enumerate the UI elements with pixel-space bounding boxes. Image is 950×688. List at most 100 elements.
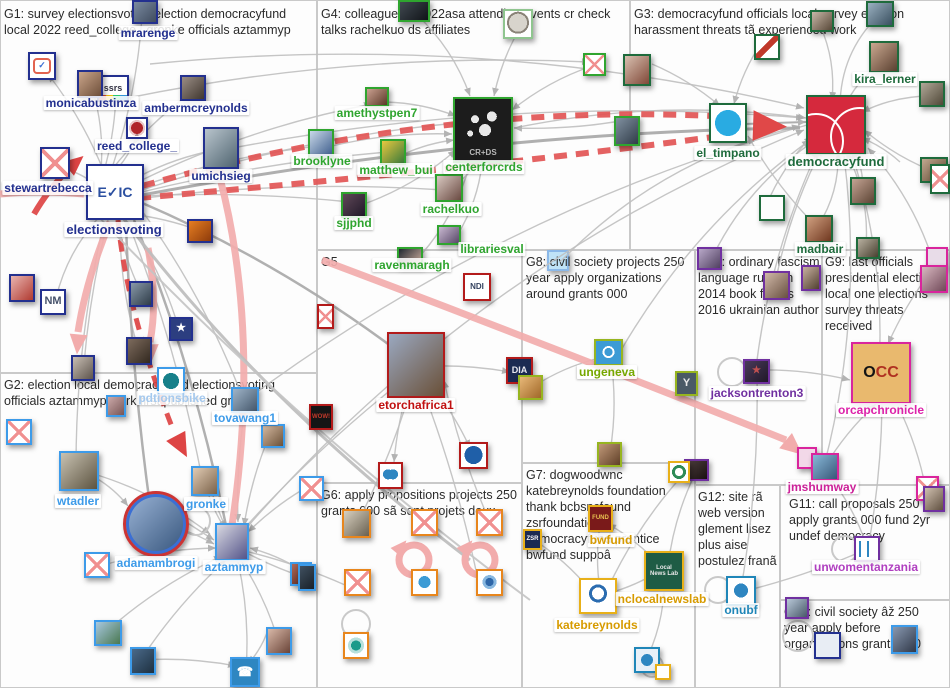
node-label-orcapchronicle: orcapchronicle (835, 403, 927, 417)
node-g3-avatar-g[interactable] (623, 54, 651, 86)
node-label-reed-logo: reed_college_ (94, 139, 180, 153)
node-checkbox-logo[interactable]: ✓ (28, 52, 56, 80)
node-orcapchronicle[interactable]: OCC (851, 342, 911, 404)
node-unwomentanzania[interactable] (854, 536, 880, 562)
node-g2-x-c-missing-image-icon[interactable] (299, 476, 324, 501)
node-nm-logo[interactable]: NM (40, 289, 66, 315)
node-jmshumway[interactable] (811, 453, 839, 481)
node-g4-dark-avatar[interactable] (398, 0, 430, 22)
node-g2-x-a-missing-image-icon[interactable] (6, 419, 32, 445)
node-aztammyp[interactable] (215, 523, 249, 561)
node-sjjphd[interactable] (341, 192, 367, 218)
node-butterfly-logo[interactable] (378, 462, 403, 489)
node-g10-avatar-c[interactable] (801, 265, 821, 291)
node-g6-blue-avatar[interactable] (298, 564, 316, 591)
node-heart-avatar[interactable] (9, 274, 35, 302)
node-donkey-logo[interactable] (459, 442, 488, 469)
node-star-logo[interactable]: ★ (169, 317, 193, 341)
y-logo-glyph: Y (682, 376, 691, 389)
node-madbair[interactable] (805, 215, 833, 243)
node-rachelkuo[interactable] (435, 174, 463, 202)
group-header-g4: G4: colleagues' #2022asa attending event… (321, 7, 611, 37)
node-g13-avatar-b[interactable] (891, 625, 918, 654)
node-g1-avatar-b[interactable] (126, 337, 152, 365)
node-tovawang1[interactable] (231, 387, 259, 413)
node-electionsvoting[interactable]: E✓IC (86, 164, 144, 220)
node-g5-x-missing-image-icon[interactable] (317, 304, 334, 329)
node-g7-tiny[interactable] (655, 664, 671, 680)
node-g1-avatar-a[interactable] (129, 281, 153, 307)
node-democracyfund[interactable] (806, 95, 866, 155)
node-gronke[interactable] (191, 466, 219, 496)
node-g3-avatar-e[interactable] (850, 177, 876, 205)
wow-logo-glyph: WOW! (312, 413, 330, 420)
node-g3-x-edge-missing-image-icon[interactable] (930, 164, 950, 194)
node-phone-logo[interactable]: ☎ (230, 657, 260, 687)
node-el_timpano[interactable] (709, 103, 747, 143)
node-g1-avatar-c[interactable] (71, 355, 95, 381)
node-adamambrogi[interactable] (123, 491, 189, 557)
node-label-sjjphd: sjjphd (334, 216, 374, 230)
node-g3-avatar-c[interactable] (919, 81, 945, 107)
node-wow-logo[interactable]: WOW! (309, 404, 333, 430)
node-kira_lerner[interactable] (869, 41, 899, 73)
node-jacksontrenton3[interactable]: ★ (743, 359, 770, 384)
node-y-logo[interactable]: Y (675, 371, 698, 396)
node-g6-x-c-missing-image-icon[interactable] (344, 569, 371, 596)
node-g2-avatar-d[interactable] (266, 627, 292, 655)
node-trump-avatar[interactable] (518, 375, 543, 400)
node-g13-avatar-a[interactable] (785, 597, 809, 619)
node-ungeneva[interactable] (594, 339, 623, 366)
node-g11-avatar[interactable] (923, 486, 945, 512)
node-g4-avatar-edge[interactable] (614, 116, 640, 146)
node-green-circle[interactable] (668, 461, 690, 483)
node-wtadler[interactable] (59, 451, 99, 491)
node-label-librariesval: librariesval (458, 242, 526, 256)
node-ambermcreynolds[interactable] (180, 75, 206, 101)
node-mrarenge[interactable] (132, 0, 158, 24)
node-typewriter[interactable] (187, 219, 213, 243)
node-g4-x-missing-image-icon[interactable] (583, 53, 606, 76)
node-g10-avatar-b[interactable] (763, 271, 790, 300)
node-g6-unflag[interactable] (411, 569, 438, 596)
node-onubf[interactable] (726, 576, 756, 606)
node-g3-avatar-f[interactable] (856, 237, 880, 259)
node-metal-circle[interactable] (503, 9, 533, 39)
node-g2-avatar-b[interactable] (261, 424, 285, 448)
node-g9-avatar-a[interactable] (920, 265, 948, 293)
node-mountain-avatar[interactable] (94, 620, 122, 646)
node-reed-logo[interactable] (126, 117, 148, 139)
node-monicabustinza[interactable] (77, 70, 103, 98)
node-nclocalnewslab[interactable]: Local News Lab (644, 551, 684, 591)
node-g3-avatar-b[interactable] (866, 1, 894, 27)
node-g3-avatar-a[interactable] (810, 10, 834, 32)
node-g6-tealflower[interactable] (343, 632, 369, 659)
node-label-el_timpano: el_timpano (694, 146, 762, 160)
node-katebreynolds[interactable] (579, 578, 617, 614)
node-stewartrebecca-missing-image-icon[interactable] (40, 147, 70, 179)
node-g6-avatar[interactable] (342, 509, 371, 538)
node-amethystpen7[interactable] (365, 87, 389, 107)
node-g6-x-b-missing-image-icon[interactable] (476, 509, 503, 536)
node-g2-avatar-a[interactable] (106, 395, 126, 417)
node-bwfund[interactable]: FUND (588, 505, 613, 532)
node-label-adamambrogi: adamambrogi (114, 556, 198, 570)
node-zsr-logo[interactable]: ZSR (523, 529, 542, 550)
node-ndi-logo[interactable]: NDI (463, 273, 491, 301)
node-g13-bluebox[interactable] (814, 632, 841, 659)
node-pencil-logo[interactable] (754, 34, 780, 60)
node-label-wtadler: wtadler (54, 494, 102, 508)
node-g3-whitebox[interactable] (759, 195, 785, 221)
group-header-g12: G12: site rã web version glement lisez p… (698, 490, 777, 568)
node-centerforcrds[interactable]: CR+DS (453, 97, 513, 163)
node-g2-x-b-missing-image-icon[interactable] (84, 552, 110, 578)
node-label-matthew_bui: matthew_bui (357, 163, 435, 177)
node-etorchafrica1[interactable] (387, 332, 445, 398)
node-g6-unround[interactable] (476, 569, 503, 596)
node-g10-avatar-a[interactable] (697, 247, 722, 270)
node-g2-avatar-c[interactable] (130, 647, 156, 675)
node-g8-avatar[interactable] (597, 442, 622, 467)
node-matthew_bui[interactable] (380, 139, 406, 165)
node-g6-x-a-missing-image-icon[interactable] (411, 509, 438, 536)
node-umichsieg[interactable] (203, 127, 239, 169)
